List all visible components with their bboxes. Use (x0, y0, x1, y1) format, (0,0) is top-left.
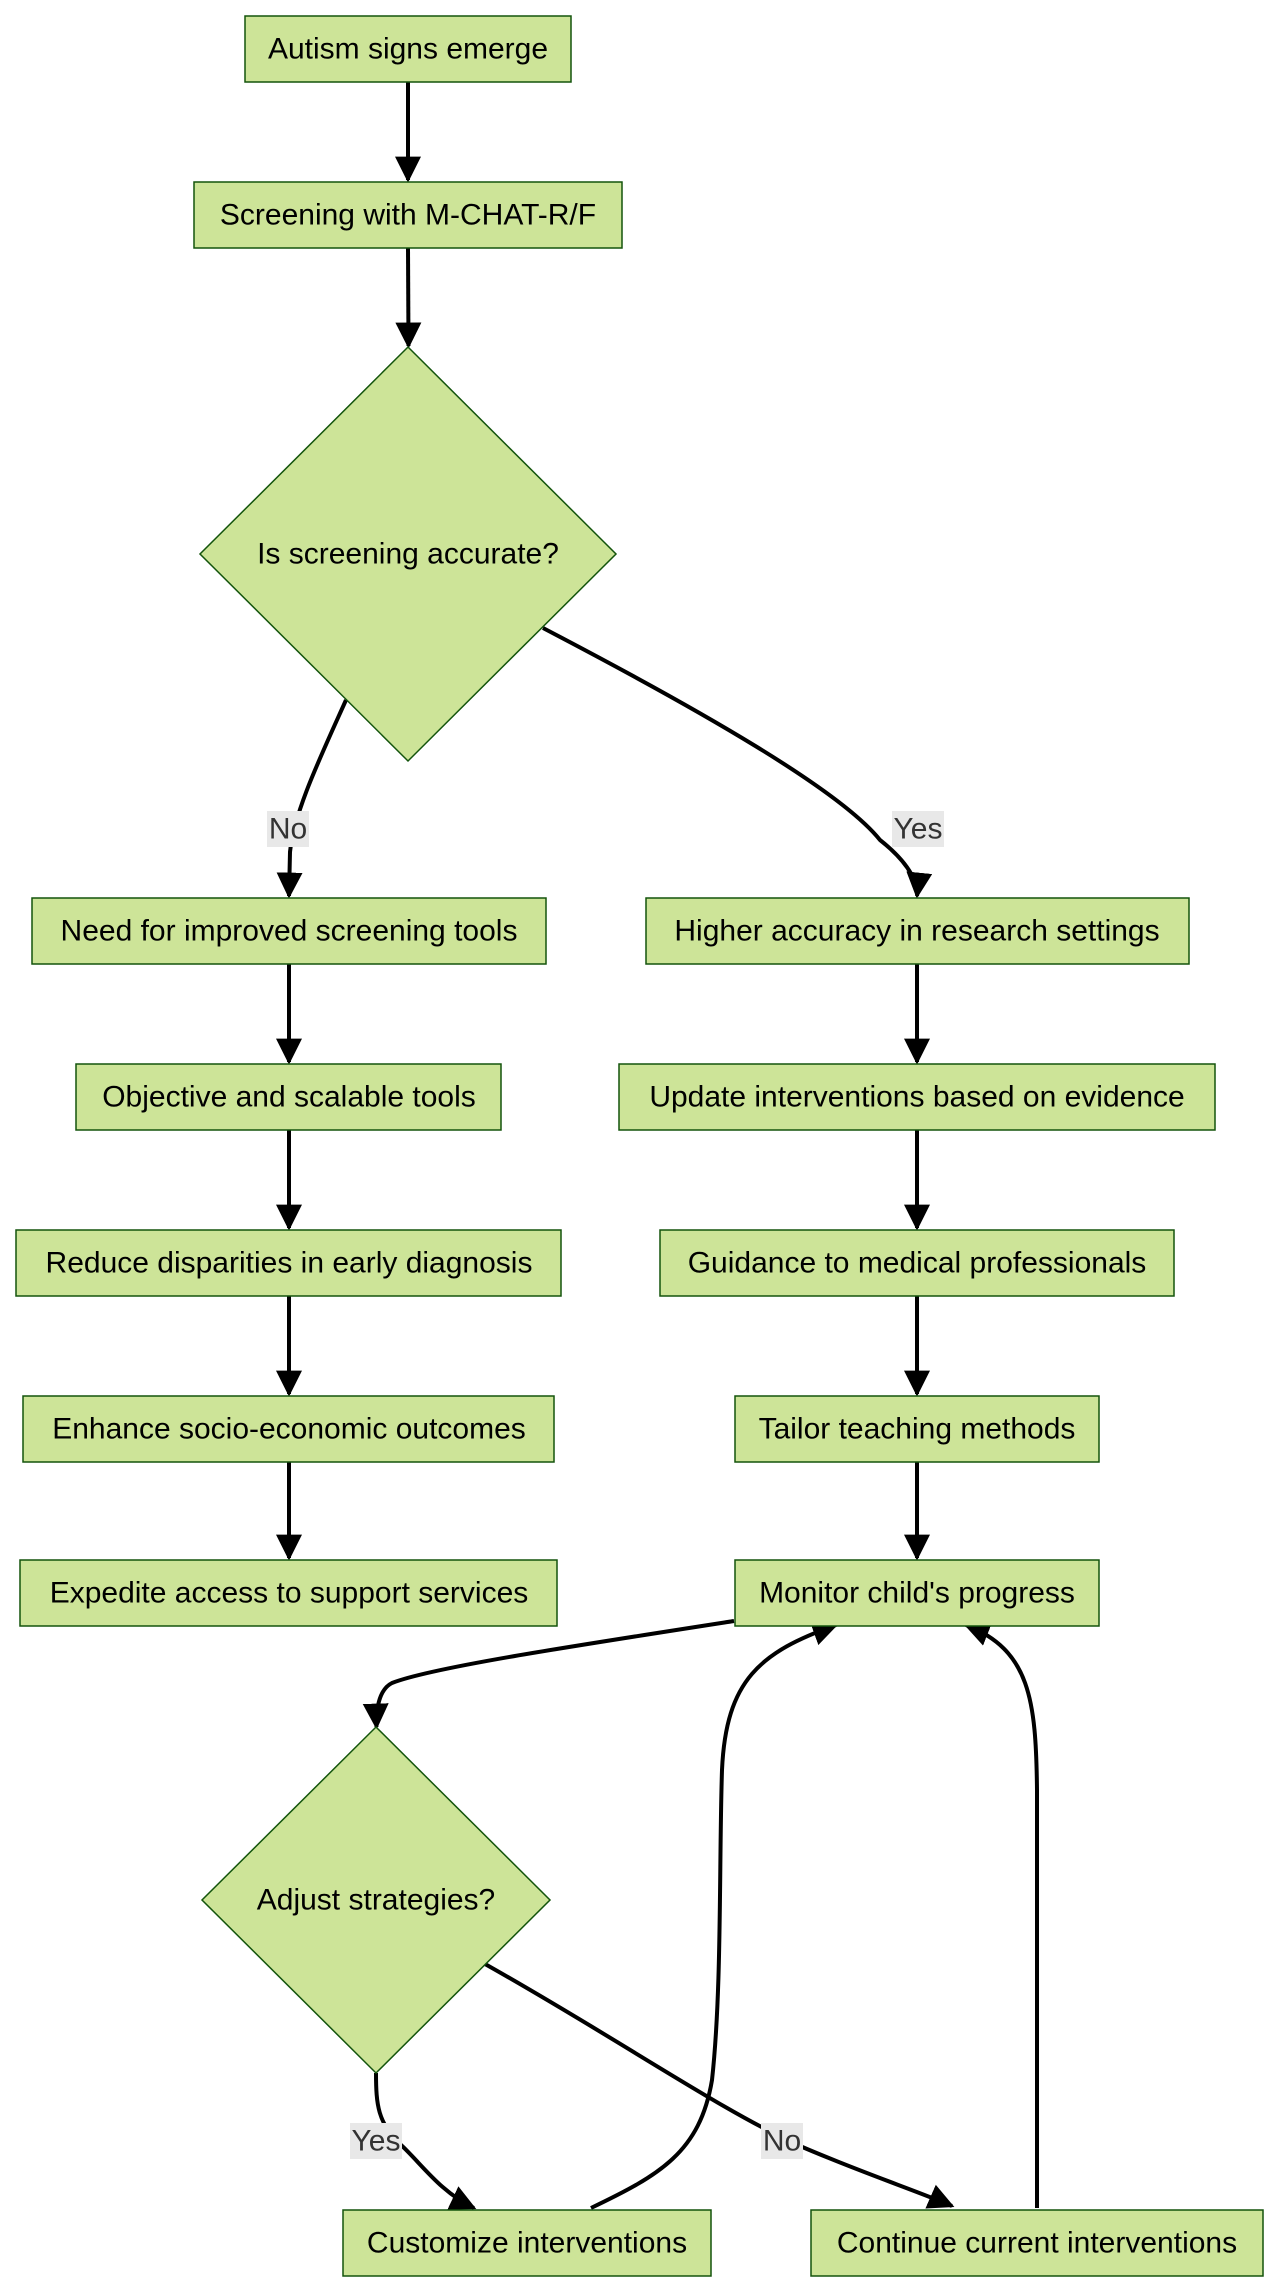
edge-label-accurate-no: No (267, 811, 309, 847)
svg-text:Screening with M-CHAT-R/F: Screening with M-CHAT-R/F (220, 199, 596, 232)
node-screening: Screening with M-CHAT-R/F (193, 181, 623, 249)
edge-monitor-to-adjust (362, 1619, 735, 1730)
svg-text:Adjust strategies?: Adjust strategies? (257, 1884, 495, 1917)
edge-labels: No Yes Yes No (267, 811, 944, 2159)
node-tailor-teaching: Tailor teaching methods (734, 1395, 1100, 1463)
edge-screening-to-accurate (395, 247, 422, 349)
node-monitor-progress: Monitor child's progress (734, 1559, 1100, 1627)
svg-text:Yes: Yes (352, 2125, 401, 2158)
svg-text:Autism signs emerge: Autism signs emerge (268, 33, 548, 66)
edge-label-accurate-yes: Yes (892, 811, 944, 847)
node-customize-interventions: Customize interventions (342, 2209, 712, 2277)
decision-screening-accurate: Is screening accurate? (198, 345, 618, 763)
svg-text:No: No (269, 813, 307, 846)
nodes: Autism signs emerge Screening with M-CHA… (15, 15, 1264, 2277)
decision-adjust-strategies: Adjust strategies? (200, 1725, 552, 2075)
node-autism-signs: Autism signs emerge (244, 15, 572, 83)
svg-text:Yes: Yes (894, 813, 943, 846)
node-higher-accuracy: Higher accuracy in research settings (645, 897, 1190, 965)
svg-text:Update interventions based on: Update interventions based on evidence (649, 1081, 1184, 1114)
svg-text:Continue current interventions: Continue current interventions (837, 2227, 1237, 2260)
svg-text:Is screening accurate?: Is screening accurate? (257, 538, 559, 571)
edge-customize-to-monitor (590, 1620, 839, 2210)
node-reduce-disparities: Reduce disparities in early diagnosis (15, 1229, 562, 1297)
node-continue-interventions: Continue current interventions (810, 2209, 1264, 2277)
node-objective-scalable-tools: Objective and scalable tools (75, 1063, 502, 1131)
svg-text:Enhance socio-economic outcome: Enhance socio-economic outcomes (52, 1413, 526, 1446)
svg-text:Need for improved screening to: Need for improved screening tools (61, 915, 518, 948)
node-guidance-professionals: Guidance to medical professionals (659, 1229, 1175, 1297)
edge-accurate-to-higher-accuracy (542, 626, 933, 899)
svg-text:Monitor child's progress: Monitor child's progress (759, 1577, 1075, 1610)
node-improved-screening-tools: Need for improved screening tools (31, 897, 547, 965)
edge-continue-to-monitor (963, 1621, 1039, 2208)
svg-text:Higher accuracy in research se: Higher accuracy in research settings (674, 915, 1159, 948)
svg-text:Tailor teaching methods: Tailor teaching methods (759, 1413, 1076, 1446)
node-expedite-access: Expedite access to support services (19, 1559, 558, 1627)
svg-text:Reduce disparities in early di: Reduce disparities in early diagnosis (46, 1247, 533, 1280)
edge-accurate-to-improved-tools (276, 699, 348, 899)
svg-text:Expedite access to support ser: Expedite access to support services (50, 1577, 529, 1610)
edge-label-adjust-yes: Yes (350, 2123, 402, 2159)
svg-text:Objective and scalable tools: Objective and scalable tools (102, 1081, 476, 1114)
svg-text:Customize interventions: Customize interventions (367, 2227, 687, 2260)
svg-text:No: No (763, 2125, 801, 2158)
svg-text:Guidance to medical profession: Guidance to medical professionals (688, 1247, 1147, 1280)
node-update-interventions: Update interventions based on evidence (618, 1063, 1216, 1131)
node-socio-economic: Enhance socio-economic outcomes (22, 1395, 555, 1463)
edge-label-adjust-no: No (761, 2123, 803, 2159)
